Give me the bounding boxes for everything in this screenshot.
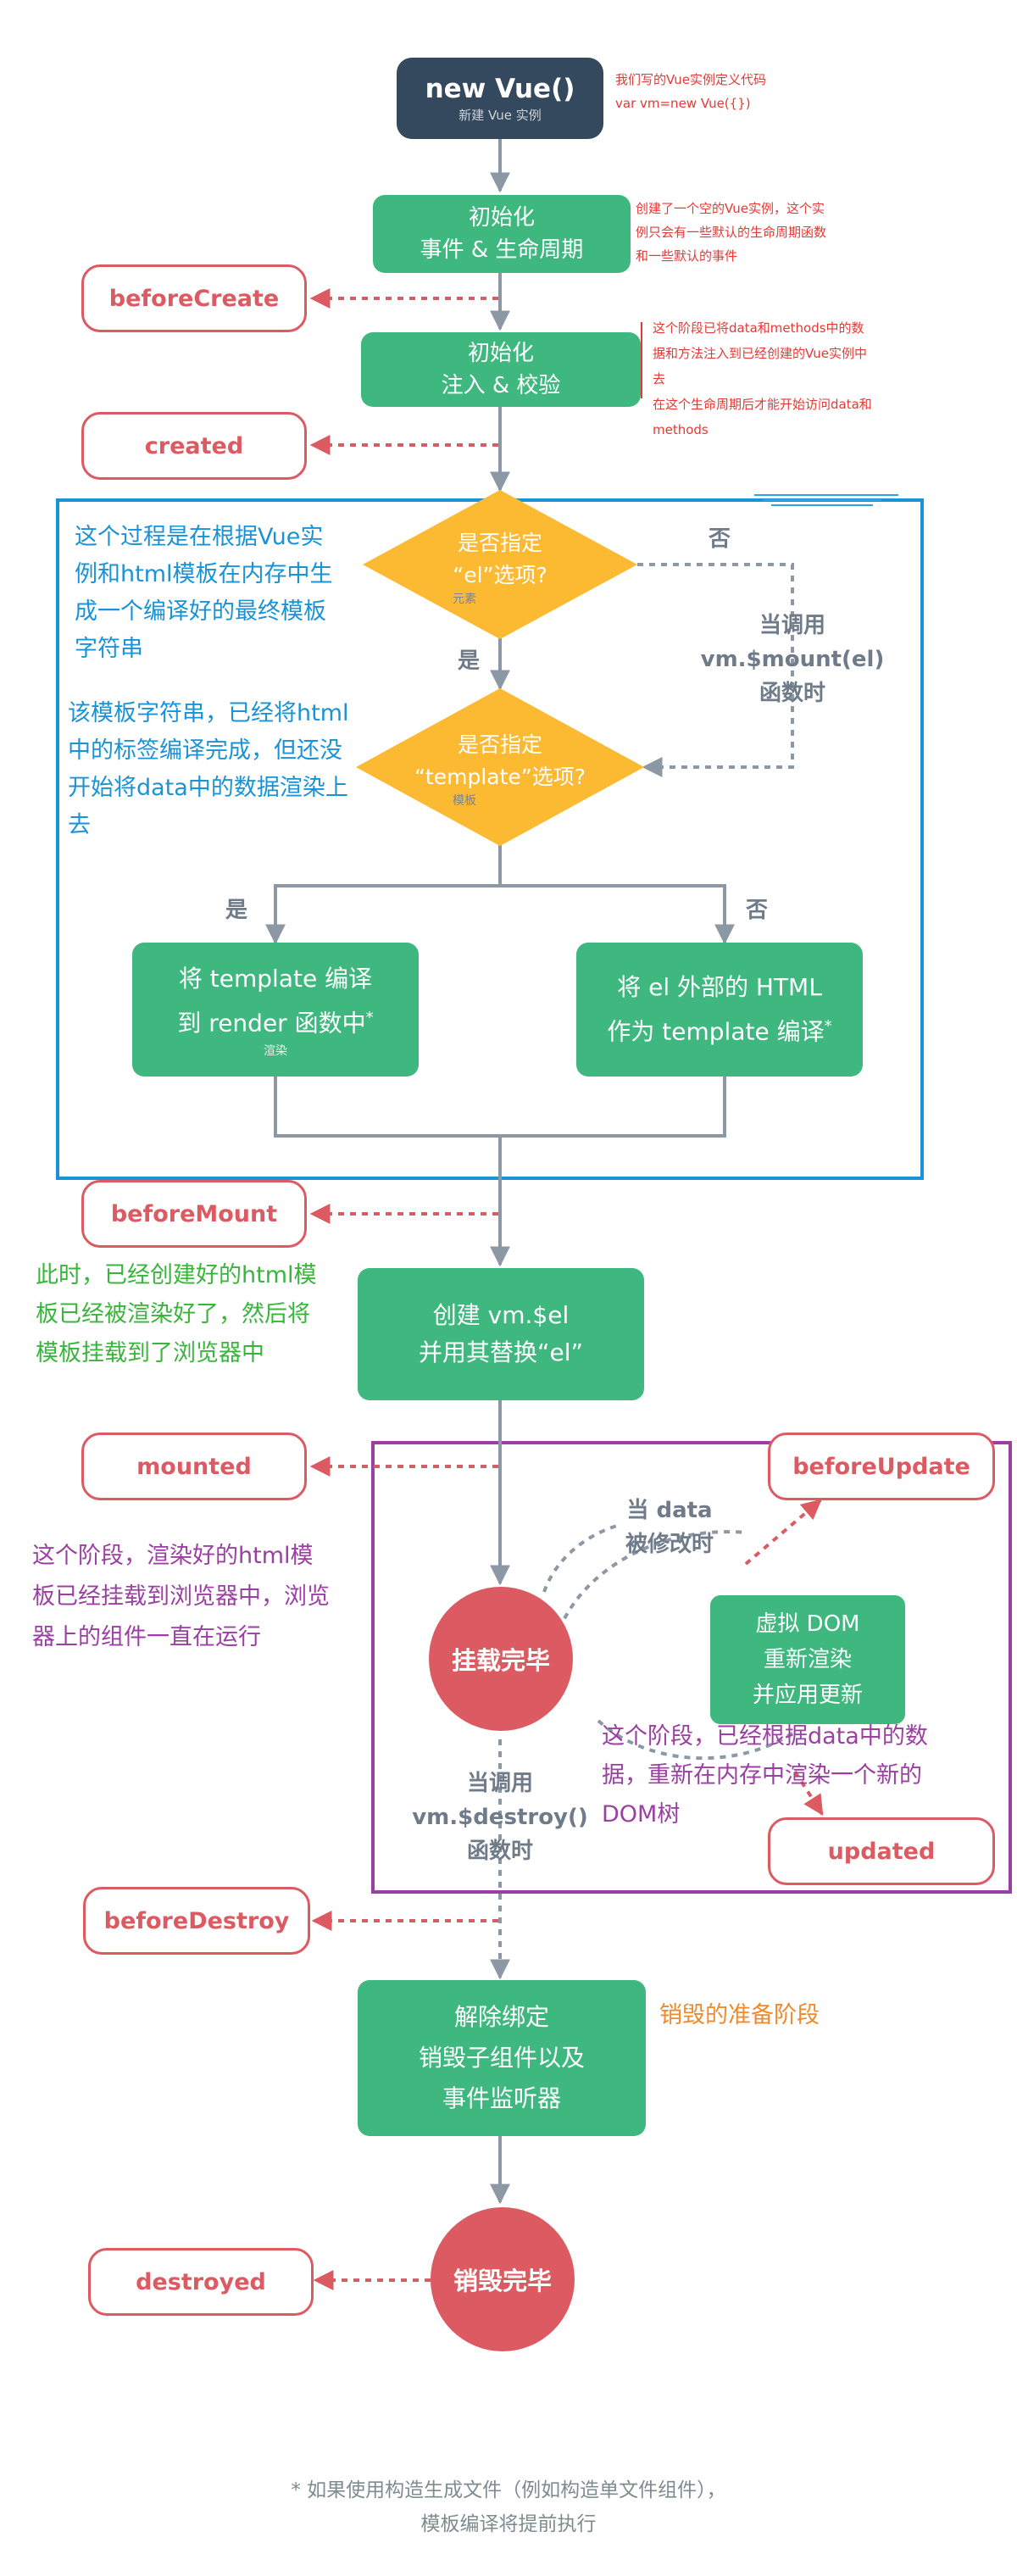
destroyed-circle: 销毁完毕 bbox=[431, 2207, 575, 2351]
render-box-line2: 到 render 函数中 bbox=[177, 1009, 366, 1038]
compile-note-2: 该模板字符串，已经将html 中的标签编译完成，但还没 开始将data中的数据渲… bbox=[68, 700, 349, 838]
label-yes-el: 是 bbox=[458, 648, 481, 674]
compile-note-1: 这个过程是在根据Vue实 例和html模板在内存中生 成一个编译好的最终模板 字… bbox=[75, 524, 333, 662]
decision-el-shape bbox=[363, 490, 637, 639]
decision-el: 是否指定 “el”选项? bbox=[453, 531, 547, 587]
destroy-note: 销毁的准备阶段 bbox=[659, 2002, 820, 2028]
mounted-circle: 挂载完毕 bbox=[429, 1587, 573, 1731]
new-vue-subtitle: 新建 Vue 实例 bbox=[458, 108, 542, 123]
updated-hook[interactable]: updated bbox=[768, 1817, 995, 1885]
vdom-box: 虚拟 DOM 重新渲染 并应用更新 bbox=[710, 1595, 905, 1724]
arrow-before-update bbox=[744, 1499, 822, 1566]
label-yes-template: 是 bbox=[225, 898, 248, 923]
decision-template-sub: 模板 bbox=[453, 794, 476, 808]
new-vue-title: new Vue() bbox=[425, 74, 575, 104]
create-el-box: 创建 vm.$el 并用其替换“el” bbox=[358, 1268, 644, 1400]
new-vue-note: 我们写的Vue实例定义代码 var vm=new Vue({}) bbox=[615, 72, 766, 111]
destroyed-hook[interactable]: destroyed bbox=[88, 2248, 314, 2316]
init-events-box: 初始化 事件 & 生命周期 bbox=[373, 195, 631, 273]
decision-template-shape bbox=[356, 688, 644, 846]
render-box-star: * bbox=[365, 1008, 374, 1027]
update-loop-top bbox=[558, 1530, 747, 1630]
connector-no-el bbox=[637, 563, 794, 777]
decision-el-sub: 元素 bbox=[453, 593, 476, 606]
running-frame bbox=[371, 1441, 1012, 1894]
new-vue-box: new Vue() 新建 Vue 实例 bbox=[397, 58, 603, 139]
mount-note: 此时，已经创建好的html模 板已经被渲染好了，然后将 模板挂载到了浏览器中 bbox=[36, 1262, 317, 1366]
render-box-sub: 渲染 bbox=[264, 1044, 287, 1059]
init-events-note: 创建了一个空的Vue实例，这个实 例只会有一些默认的生命周期函数 和一些默认的事… bbox=[636, 201, 827, 264]
init-inject-note: 这个阶段已将data和methods中的数 据和方法注入到已经创建的Vue实例中… bbox=[653, 320, 872, 437]
outer-html-box-star: * bbox=[824, 1016, 832, 1035]
before-create-hook[interactable]: beforeCreate bbox=[81, 264, 307, 332]
footnote: * 如果使用构造生成文件（例如构造单文件组件）， 模板编译将提前执行 bbox=[291, 2479, 726, 2535]
connector-split bbox=[274, 884, 726, 943]
running-note: 这个阶段，渲染好的html模 板已经挂载到浏览器中，浏览 器上的组件一直在运行 bbox=[32, 1543, 330, 1650]
data-change-label: 当 data 被修改时 bbox=[625, 1498, 714, 1557]
update-note: 这个阶段，已经根据data中的数 据，重新在内存中渲染一个新的 DOM树 bbox=[602, 1723, 928, 1828]
decision-template: 是否指定 “template”选项? bbox=[414, 732, 586, 789]
update-loop-left-top bbox=[542, 1524, 618, 1593]
before-update-hook[interactable]: beforeUpdate bbox=[768, 1433, 995, 1500]
before-mount-hook[interactable]: beforeMount bbox=[81, 1180, 307, 1248]
outer-html-box-line2: 作为 template 编译 bbox=[607, 1017, 825, 1046]
mounted-hook[interactable]: mounted bbox=[81, 1433, 307, 1500]
created-hook[interactable]: created bbox=[81, 412, 307, 480]
update-loop-bottom bbox=[597, 1719, 795, 1761]
render-box: 将 template 编译 到 render 函数中* 渲染 bbox=[132, 943, 419, 1077]
mount-call-label: 当调用 vm.$mount(el) 函数时 bbox=[700, 613, 885, 706]
label-no-template: 否 bbox=[746, 898, 769, 923]
init-inject-note-bar bbox=[641, 322, 642, 398]
arrow-updated bbox=[793, 1770, 824, 1817]
destroy-call-label: 当调用 vm.$destroy() 函数时 bbox=[412, 1771, 588, 1864]
teardown-box: 解除绑定 销毁子组件以及 事件监听器 bbox=[358, 1980, 646, 2136]
label-no-el: 否 bbox=[709, 526, 731, 552]
init-inject-box: 初始化 注入 & 校验 bbox=[361, 332, 641, 407]
before-destroy-hook[interactable]: beforeDestroy bbox=[83, 1887, 310, 1955]
outer-html-box: 将 el 外部的 HTML 作为 template 编译* bbox=[576, 943, 863, 1077]
connector-merge bbox=[274, 1077, 726, 1138]
